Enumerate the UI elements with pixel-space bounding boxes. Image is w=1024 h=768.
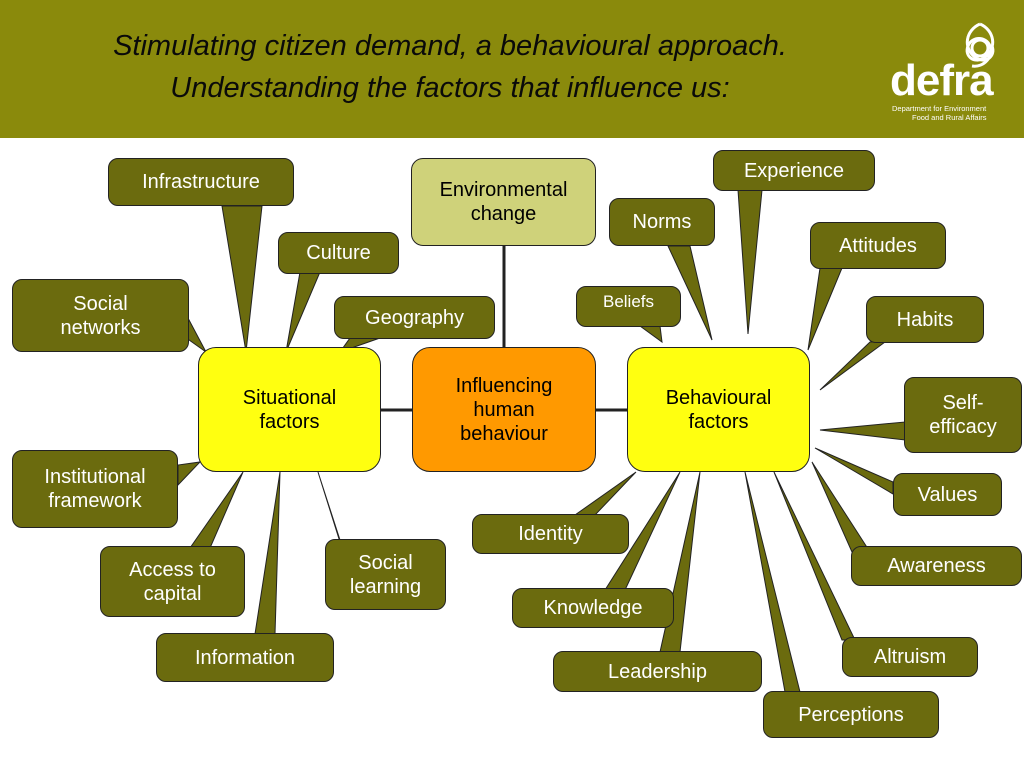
norms-pointer — [667, 245, 713, 341]
experience-pointer — [737, 189, 763, 335]
environmental-change-box: Environmental change — [411, 158, 596, 246]
altruism-pointer — [773, 471, 856, 641]
beliefs-box: Beliefs — [576, 286, 681, 327]
header-banner: Stimulating citizen demand, a behavioura… — [0, 0, 1024, 138]
logo-subtitle-line-1: Department for Environment — [892, 104, 987, 113]
social-learning-box: Social learning — [325, 539, 446, 610]
information-box: Information — [156, 633, 334, 682]
social-networks-box: Social networks — [12, 279, 189, 352]
celtic-knot-icon — [965, 22, 995, 68]
geography-box: Geography — [334, 296, 495, 339]
leadership-box: Leadership — [553, 651, 762, 692]
awareness-box: Awareness — [851, 546, 1022, 586]
attitudes-box: Attitudes — [810, 222, 946, 269]
culture-pointer — [285, 271, 321, 353]
values-box: Values — [893, 473, 1002, 516]
identity-pointer — [573, 471, 637, 516]
defra-logo: defra Department for Environment Food an… — [886, 20, 1016, 128]
attitudes-pointer — [807, 267, 843, 351]
logo-wordmark: defra — [890, 56, 994, 105]
institutional-framework-box: Institutional framework — [12, 450, 178, 528]
experience-box: Experience — [713, 150, 875, 191]
self-efficacy-box: Self-efficacy — [904, 377, 1022, 453]
title-line-2: Understanding the factors that influence… — [170, 72, 730, 104]
perceptions-box: Perceptions — [763, 691, 939, 738]
identity-box: Identity — [472, 514, 629, 554]
information-pointer — [254, 471, 281, 635]
infrastructure-box: Infrastructure — [108, 158, 294, 206]
infrastructure-pointer — [221, 205, 263, 353]
culture-box: Culture — [278, 232, 399, 274]
logo-subtitle-line-2: Food and Rural Affairs — [912, 113, 987, 122]
behavioural-factors-box: Behavioural factors — [627, 347, 810, 472]
access-to-capital-box: Access to capital — [100, 546, 245, 617]
habits-pointer — [819, 341, 887, 391]
logo-subtitle: Department for Environment Food and Rura… — [892, 104, 987, 122]
habits-box: Habits — [866, 296, 984, 343]
situational-factors-box: Situational factors — [198, 347, 381, 472]
institutional-framework-pointer — [177, 461, 202, 487]
altruism-box: Altruism — [842, 637, 978, 677]
influencing-behaviour-box: Influencing human behaviour — [412, 347, 596, 472]
knowledge-box: Knowledge — [512, 588, 674, 628]
norms-box: Norms — [609, 198, 715, 246]
title-line-1: Stimulating citizen demand, a behavioura… — [113, 30, 787, 62]
self-efficacy-pointer — [819, 421, 906, 441]
beliefs-pointer — [638, 325, 663, 344]
access-to-capital-pointer — [189, 471, 244, 549]
